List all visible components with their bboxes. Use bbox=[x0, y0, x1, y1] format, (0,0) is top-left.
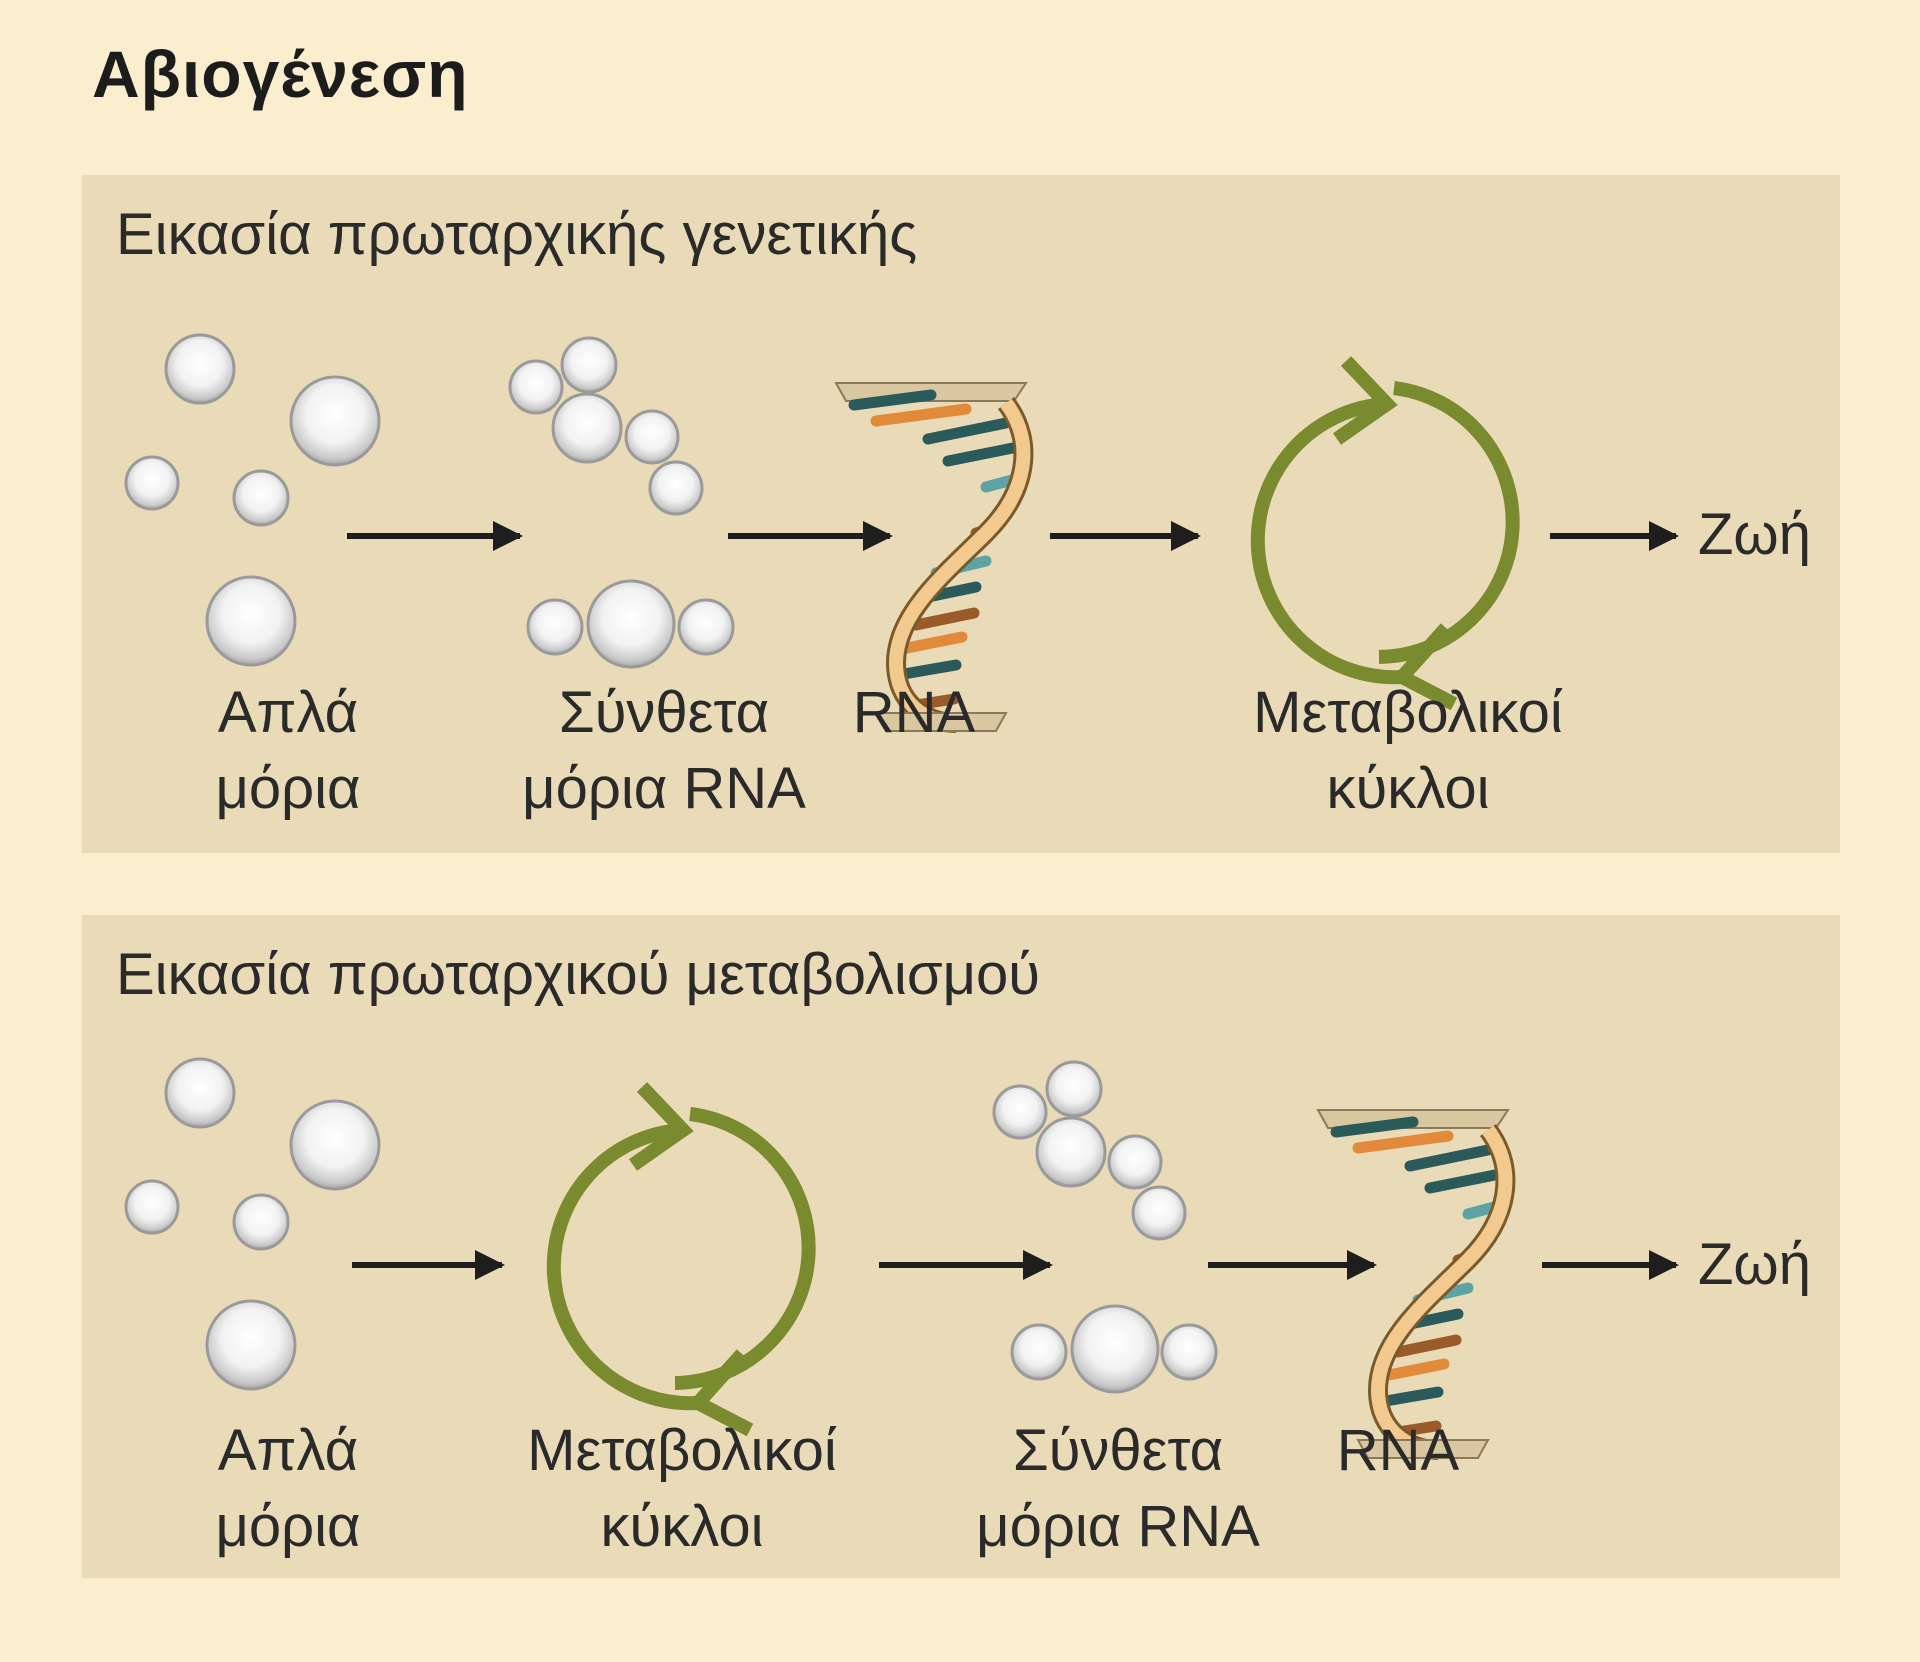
panel-primordial-metabolism: Εικασία πρωταρχικού μεταβολισμού bbox=[82, 915, 1840, 1578]
panel-title: Εικασία πρωταρχικού μεταβολισμού bbox=[116, 942, 1041, 1007]
page-title: Αβιογένεση bbox=[92, 37, 469, 111]
panel-primordial-genetics: Εικασία πρωταρχικής γενετικής bbox=[82, 175, 1840, 853]
complex-rna-molecules-icon bbox=[992, 1060, 1218, 1394]
metabolic-cycle-icon bbox=[1250, 356, 1520, 711]
panel-title: Εικασία πρωταρχικής γενετικής bbox=[116, 202, 918, 267]
life-label: Ζωή bbox=[1698, 1232, 1811, 1297]
life-label: Ζωή bbox=[1698, 502, 1811, 567]
flow-diagram bbox=[124, 333, 1679, 733]
flow-diagram bbox=[124, 1057, 1679, 1460]
step-label: RNA bbox=[1336, 1418, 1460, 1483]
complex-rna-molecules-icon bbox=[508, 336, 735, 669]
step-label: RNA bbox=[852, 680, 976, 745]
simple-molecules-icon bbox=[124, 1057, 381, 1391]
metabolic-cycle-icon bbox=[546, 1082, 816, 1437]
simple-molecules-icon bbox=[124, 333, 381, 667]
rna-helix-icon bbox=[834, 382, 1034, 733]
rna-helix-icon bbox=[1316, 1109, 1516, 1460]
